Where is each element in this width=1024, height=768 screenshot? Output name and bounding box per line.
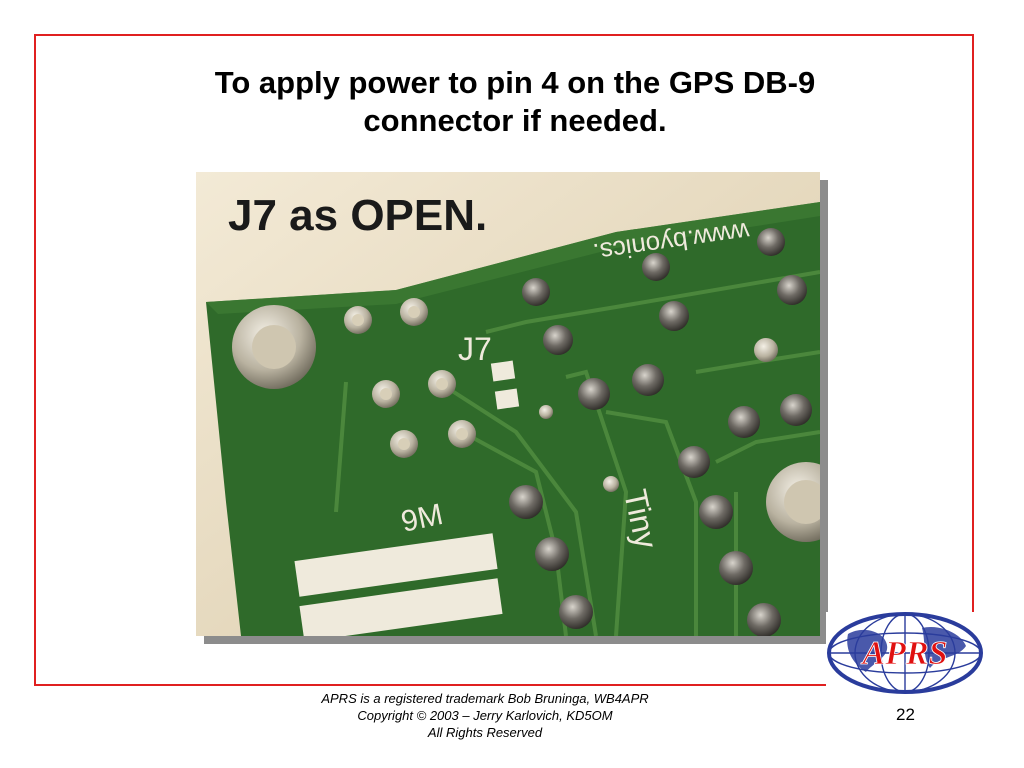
footer-rights: All Rights Reserved	[427, 725, 543, 740]
page-number: 22	[896, 705, 915, 724]
silkscreen-blocks	[294, 360, 520, 636]
pcb-traces	[334, 270, 820, 636]
vias	[344, 298, 778, 492]
title-line-1: To apply power to pin 4 on the GPS DB-9	[214, 65, 816, 100]
aprs-logo: APRS	[826, 612, 984, 694]
pcb-photo: J7 9M Tiny www.byonics.	[196, 172, 820, 636]
footer-trademark: APRS is a registered trademark Bob Bruni…	[321, 691, 649, 706]
logo-text: APRS	[860, 635, 947, 672]
title-line-2: connector if needed.	[363, 103, 667, 138]
jumper-label: J7	[458, 331, 492, 367]
slide-frame	[34, 34, 974, 686]
photo-caption: J7 as OPEN.	[228, 191, 487, 240]
solder-joints	[509, 228, 812, 636]
pcb-illustration: J7 9M Tiny www.byonics.	[196, 172, 820, 636]
footer-copyright: Copyright © 2003 – Jerry Karlovich, KD5O…	[357, 708, 613, 723]
slide-title: To apply power to pin 4 on the GPS DB-9 …	[150, 64, 880, 140]
footer: APRS is a registered trademark Bob Bruni…	[250, 690, 720, 741]
aprs-globe-icon: APRS	[827, 612, 983, 694]
